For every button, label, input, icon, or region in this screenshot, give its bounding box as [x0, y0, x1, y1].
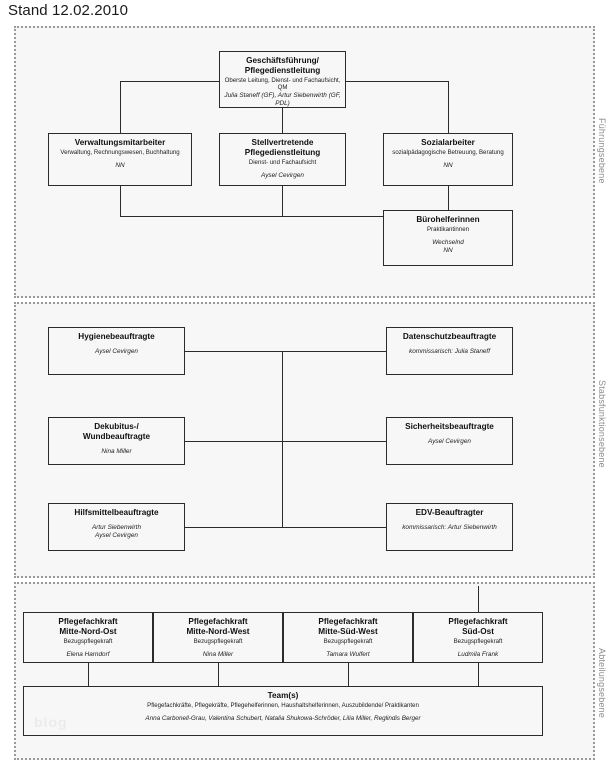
box-subtitle: Praktikantinnen — [426, 226, 469, 233]
connector-pfk1-to-teams — [88, 663, 89, 686]
box-title: Pflegefachkraft — [318, 617, 378, 626]
box-names: Artur Siebenwirth — [91, 524, 142, 531]
box-title-line2: Süd-Ost — [462, 627, 494, 636]
box-names: Nina Miller — [202, 651, 234, 659]
box-title-line2: Pflegedienstleitung — [244, 66, 321, 75]
connector-sicherheit-link — [282, 441, 386, 442]
box-title: Pflegefachkraft — [188, 617, 248, 626]
box-title-line2: Mitte-Süd-West — [318, 627, 378, 636]
box-title: Sozialarbeiter — [421, 138, 475, 147]
box-geschaeftsfuehrung[interactable]: Geschäftsführung/ Pflegedienstleitung Ob… — [219, 51, 346, 108]
box-title: Pflegefachkraft — [58, 617, 118, 626]
box-subtitle: sozialpädagogische Betreuung, Beratung — [392, 149, 504, 156]
box-stellvertretende-pflegedienstleitung[interactable]: Stellvertretende Pflegedienstleitung Die… — [219, 133, 346, 186]
box-edv-beauftragter[interactable]: EDV-Beauftragter kommissarisch: Artur Si… — [386, 503, 513, 551]
box-hilfsmittelbeauftragte[interactable]: Hilfsmittelbeauftragte Artur Siebenwirth… — [48, 503, 185, 551]
connector-hygiene-link — [185, 351, 282, 352]
box-subtitle: Bezugspflegekraft — [193, 638, 243, 645]
box-title-line2: Pflegedienstleitung — [244, 148, 321, 157]
box-title: Datenschutzbeauftragte — [402, 332, 497, 341]
connector-dekubitus-link — [185, 441, 282, 442]
box-dekubitus-wundbeauftragte[interactable]: Dekubitus-/ Wundbeauftragte Nina Miller — [48, 417, 185, 465]
box-title: EDV-Beauftragter — [415, 508, 484, 517]
box-buerohelferinnen[interactable]: Bürohelferinnen Praktikantinnen Wechseln… — [383, 210, 513, 266]
connector-pfk3-to-teams — [348, 663, 349, 686]
box-names: Ludmila Frank — [457, 651, 499, 659]
connector-down-sozialarbeiter — [448, 81, 449, 133]
box-names: Elena Harndorf — [66, 651, 110, 659]
box-names: Aysel Cevirgen — [261, 172, 304, 180]
section-label-abteilungsebene: Abteilungsebene — [597, 648, 607, 719]
box-pflegefachkraft-sued-ost[interactable]: Pflegefachkraft Süd-Ost Bezugspflegekraf… — [413, 612, 543, 663]
box-names-secondary: Aysel Cevirgen — [95, 532, 138, 539]
connector-sozialarbeiter-down — [448, 186, 449, 210]
box-title: Team(s) — [267, 691, 299, 700]
connector-into-pflegefachkraft-row — [478, 586, 479, 612]
box-names: Julia Staneff (GF), Artur Siebenwirth (G… — [224, 91, 341, 107]
box-title: Bürohelferinnen — [416, 215, 480, 224]
box-title: Pflegefachkraft — [448, 617, 508, 626]
box-title: Stellvertretende — [251, 138, 314, 147]
box-names-secondary: NN — [443, 247, 453, 255]
connector-edv-link — [282, 527, 386, 528]
box-title-line2: Mitte-Nord-West — [186, 627, 250, 636]
watermark: blog — [34, 714, 68, 730]
box-subtitle: Oberste Leitung, Dienst- und Fachaufsich… — [224, 77, 341, 92]
box-title: Geschäftsführung/ — [246, 56, 319, 65]
connector-down-verwaltung — [120, 81, 121, 133]
box-pflegefachkraft-mitte-nord-west[interactable]: Pflegefachkraft Mitte-Nord-West Bezugspf… — [153, 612, 283, 663]
connector-stv-down — [282, 186, 283, 216]
box-sozialarbeiter[interactable]: Sozialarbeiter sozialpädagogische Betreu… — [383, 133, 513, 186]
connector-hilfsmittel-link — [185, 527, 282, 528]
connector-gf-bus-left — [120, 81, 219, 82]
connector-pfk2-to-teams — [218, 663, 219, 686]
box-names: NN — [115, 162, 125, 170]
connector-gf-bus-right — [346, 81, 448, 82]
box-subtitle: Bezugspflegekraft — [323, 638, 373, 645]
box-names: Tamara Wulfert — [326, 651, 370, 659]
connector-gf-to-stv — [282, 108, 283, 133]
box-pflegefachkraft-mitte-sued-west[interactable]: Pflegefachkraft Mitte-Süd-West Bezugspfl… — [283, 612, 413, 663]
connector-stabs-spine — [282, 351, 283, 527]
box-hygienebeauftragte[interactable]: Hygienebeauftragte Aysel Cevirgen — [48, 327, 185, 375]
box-names: Aysel Cevirgen — [428, 438, 471, 445]
box-title: Hygienebeauftragte — [78, 332, 155, 341]
box-title-line2: Wundbeauftragte — [82, 432, 151, 441]
page-title: Stand 12.02.2010 — [8, 2, 129, 19]
connector-verwaltung-down — [120, 186, 121, 216]
box-names: Wechselnd — [432, 239, 464, 247]
connector-bus-buerohelferinnen — [120, 216, 383, 217]
box-teams[interactable]: Team(s) Pflegefachkräfte, Pflegekräfte, … — [23, 686, 543, 736]
box-subtitle: Bezugspflegekraft — [63, 638, 113, 645]
section-label-fuehrungsebene: Führungsebene — [597, 118, 607, 184]
box-names: NN — [443, 162, 453, 170]
connector-datenschutz-link — [282, 351, 386, 352]
box-subtitle: Verwaltung, Rechnungswesen, Buchhaltung — [60, 149, 180, 156]
box-title-line2: Mitte-Nord-Ost — [59, 627, 117, 636]
box-names: Aysel Cevirgen — [95, 348, 138, 355]
box-title: Dekubitus-/ — [94, 422, 139, 431]
box-title: Hilfsmittelbeauftragte — [74, 508, 159, 517]
connector-pfk4-to-teams — [478, 663, 479, 686]
box-pflegefachkraft-mitte-nord-ost[interactable]: Pflegefachkraft Mitte-Nord-Ost Bezugspfl… — [23, 612, 153, 663]
box-names: kommissarisch: Artur Siebenwirth — [402, 524, 497, 531]
section-label-stabsfunktionsebene: Stabsfunktionsebene — [597, 380, 607, 468]
box-datenschutzbeauftragte[interactable]: Datenschutzbeauftragte kommissarisch: Ju… — [386, 327, 513, 375]
box-subtitle: Dienst- und Fachaufsicht — [248, 159, 317, 166]
box-subtitle: Pflegefachkräfte, Pflegekräfte, Pflegehe… — [147, 702, 419, 709]
box-subtitle: Bezugspflegekraft — [453, 638, 503, 645]
box-names: Anna Carbonell-Grau, Valentina Schubert,… — [145, 715, 421, 723]
box-names: kommissarisch: Julia Staneff — [409, 348, 490, 355]
box-title: Sicherheitsbeauftragte — [405, 422, 494, 431]
box-title: Verwaltungsmitarbeiter — [74, 138, 166, 147]
box-names: Nina Miller — [101, 448, 132, 455]
box-sicherheitsbeauftragte[interactable]: Sicherheitsbeauftragte Aysel Cevirgen — [386, 417, 513, 465]
box-verwaltungsmitarbeiter[interactable]: Verwaltungsmitarbeiter Verwaltung, Rechn… — [48, 133, 192, 186]
